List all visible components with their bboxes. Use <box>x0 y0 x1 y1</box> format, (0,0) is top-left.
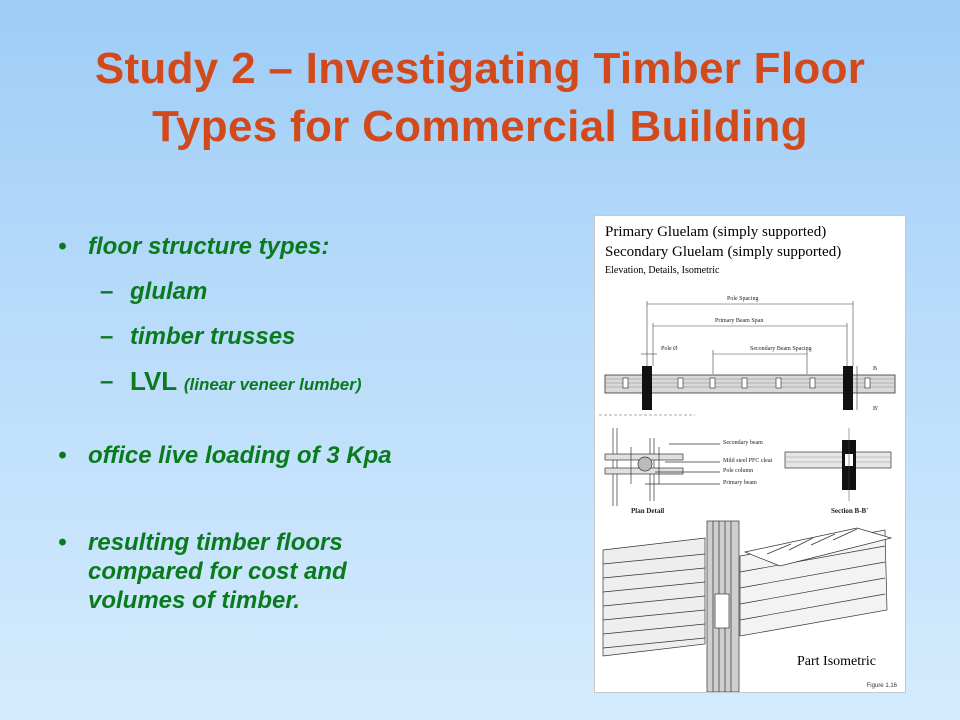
dimension-lines <box>641 301 854 374</box>
callout-pole-column: Pole column <box>723 468 754 474</box>
callout-secondary-beam: Secondary beam <box>723 440 763 446</box>
figure-heading-primary: Primary Gluelam (simply supported) <box>605 224 827 240</box>
bullet-results: • resulting timber floors compared for c… <box>58 528 528 615</box>
slide-title-line-1: Study 2 – Investigating Timber Floor <box>94 44 866 93</box>
slide-title: Study 2 – Investigating Timber Floor Typ… <box>0 40 960 156</box>
bullet-list: • floor structure types: – glulam – timb… <box>58 232 528 615</box>
sub-bullet-text: glulam <box>130 278 208 305</box>
callout-pfc-cleat: Mild steel PFC cleat <box>723 458 773 464</box>
bullet-text-line-1: resulting timber floors <box>88 529 343 556</box>
bullet-marker: • <box>58 529 67 556</box>
part-isometric-label: Part Isometric <box>797 654 876 669</box>
sub-bullet-timber-trusses: – timber trusses <box>58 322 528 351</box>
section-mark-b-prime: B' <box>873 406 879 412</box>
dash-marker: – <box>100 323 114 350</box>
sub-bullet-lvl: – LVL (linear veneer lumber) <box>58 367 528 399</box>
timber-floor-diagram: Primary Gluelam (simply supported) Secon… <box>594 215 906 693</box>
isometric-drawing <box>602 520 893 692</box>
plan-detail-drawing <box>604 428 720 506</box>
sub-bullet-text: LVL <box>130 366 178 396</box>
figure-caption: Figure 1.16 <box>866 683 897 689</box>
bullet-text: office live loading of 3 Kpa <box>88 442 392 469</box>
sub-bullet-text: timber trusses <box>130 323 296 350</box>
dim-pole-spacing: Pole Spacing <box>727 296 759 302</box>
bullet-marker: • <box>58 233 67 260</box>
dim-pole-diameter: Pole Ø <box>661 346 678 352</box>
section-mark-b: B <box>873 366 878 372</box>
bullet-floor-structure-types: • floor structure types: <box>58 232 528 261</box>
figure-heading-secondary: Secondary Gluelam (simply supported) <box>605 244 842 260</box>
sub-bullet-glulam: – glulam <box>58 277 528 306</box>
bullet-marker: • <box>58 442 67 469</box>
figure-subheading: Elevation, Details, Isometric <box>605 265 720 276</box>
section-bb-drawing <box>784 428 892 501</box>
bullet-text-line-2: compared for cost and <box>88 558 347 585</box>
bullet-text: floor structure types: <box>88 233 330 260</box>
dim-secondary-beam-spacing: Secondary Beam Spacing <box>750 346 812 352</box>
bullet-text-line-3: volumes of timber. <box>88 587 301 614</box>
dash-marker: – <box>100 368 114 395</box>
slide-title-line-2: Types for Commercial Building <box>152 102 808 151</box>
sub-bullet-note: (linear veneer lumber) <box>183 375 362 394</box>
section-bb-label: Section B-B' <box>831 507 869 515</box>
elevation-beam <box>599 366 896 416</box>
bullet-live-loading: • office live loading of 3 Kpa <box>58 441 528 470</box>
callout-primary-beam: Primary beam <box>723 480 757 486</box>
dim-primary-beam-span: Primary Beam Span <box>715 318 764 324</box>
diagram-drawing <box>599 301 896 692</box>
dash-marker: – <box>100 278 114 305</box>
plan-detail-label: Plan Detail <box>631 507 665 515</box>
